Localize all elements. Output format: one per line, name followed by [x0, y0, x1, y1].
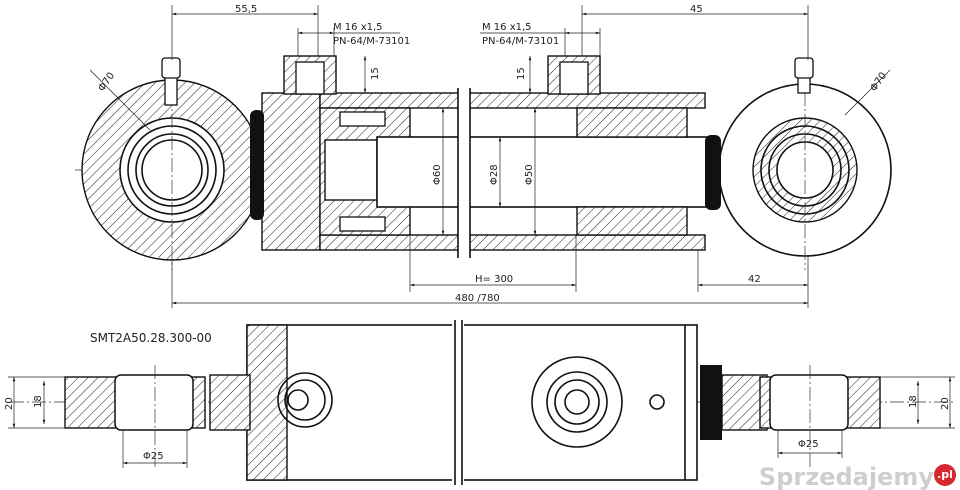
piston-rod	[376, 136, 713, 208]
gland-top	[576, 107, 688, 138]
plan-view: SMT2A50.28.300-00 20 18 18 20 Φ25 Φ2	[4, 320, 955, 485]
port-thread-right-line2: PN-64/M-73101	[482, 36, 559, 47]
dim-45: 45	[690, 4, 703, 15]
dim-right-pin: Φ25	[798, 439, 819, 450]
end-cap	[246, 324, 288, 481]
dim-overall-length: 480 /780	[455, 293, 500, 304]
dim-left-width-outer: 20	[4, 397, 15, 410]
dim-left-eye-dia: Φ70	[96, 71, 117, 94]
dim-bore: Φ60	[432, 164, 443, 185]
dim-rod: Φ28	[489, 164, 500, 185]
end-cap	[261, 92, 321, 251]
dim-right-width-outer: 20	[940, 397, 951, 410]
cylinder-body	[246, 324, 698, 481]
section-view: 55,5 45 M 16 x1,5 PN-64/M-73101 M 16 x1,…	[75, 4, 892, 308]
part-number: SMT2A50.28.300-00	[90, 331, 212, 345]
barrel-wall-top	[319, 92, 706, 109]
watermark-suffix: .pl	[934, 464, 956, 486]
right-eye	[718, 57, 892, 270]
port-thread-right-line1: M 16 x1,5	[482, 22, 532, 33]
port-thread-left-line2: PN-64/M-73101	[333, 36, 410, 47]
dim-port-depth-left: 15	[370, 67, 381, 80]
gland-bottom	[576, 206, 688, 236]
barrel-wall-bottom	[319, 234, 706, 251]
dim-55-5: 55,5	[235, 4, 257, 15]
grease-nipple-icon	[794, 57, 814, 79]
watermark-text: Sprzedajemy	[758, 463, 934, 490]
dim-right-width-inner: 18	[908, 395, 919, 408]
port-thread-left-line1: M 16 x1,5	[333, 22, 383, 33]
dim-rod-end: 42	[748, 274, 761, 285]
dim-stroke: H= 300	[475, 274, 513, 285]
watermark-logo: Sprzedajemy.pl	[759, 464, 956, 490]
dim-left-width-inner: 18	[33, 395, 44, 408]
dim-left-pin: Φ25	[143, 451, 164, 462]
dim-port-depth-right: 15	[516, 67, 527, 80]
dim-piston: Φ50	[524, 164, 535, 185]
grease-nipple-icon	[161, 57, 181, 79]
left-eye	[81, 57, 263, 270]
